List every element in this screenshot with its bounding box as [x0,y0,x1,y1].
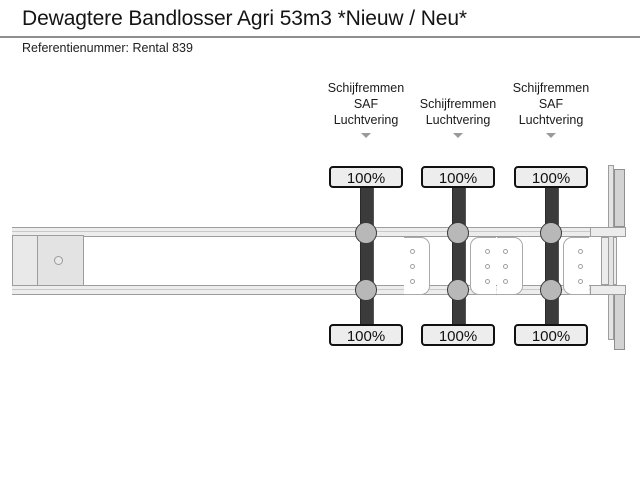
bracket-hole [485,279,490,284]
bracket-hole [578,264,583,269]
axle-1-chevron-down-icon [361,133,371,138]
bracket-hole [503,279,508,284]
rear-plate-top [590,227,626,237]
chassis-bracket-4 [563,237,589,295]
bracket-hole [485,264,490,269]
axle-2-label: Schijfremmen Luchtvering [398,96,518,128]
axle-3-label-line-3: Luchtvering [518,113,584,127]
axle-3-label: Schijfremmen SAF Luchtvering [491,80,611,128]
axle-2-wear-badge-top[interactable]: 100% [421,166,495,188]
rear-bumper-top [614,169,625,227]
kingpin-circle [54,256,63,265]
bracket-hole [485,249,490,254]
bracket-hole [578,249,583,254]
bracket-hole [410,249,415,254]
axle-group-3: Schijfremmen SAF Luchtvering 100% 100% [491,62,611,362]
axle-2-chevron-down-icon [453,133,463,138]
axle-3-chevron-down-icon [546,133,556,138]
axle-3-bar [545,170,559,340]
bracket-hole [503,264,508,269]
rear-bumper-bottom [614,292,625,350]
header-divider [0,36,640,38]
bracket-hole [503,249,508,254]
axle-2-label-line-2: Luchtvering [425,113,491,127]
axle-3-wheel-top [540,222,562,244]
chassis-bracket-2 [470,237,496,295]
axle-1-label-line-3: Luchtvering [333,113,399,127]
axle-2-wheel-top [447,222,469,244]
chassis-bracket-3 [497,237,523,295]
bracket-hole [410,264,415,269]
axle-1-wear-badge-top[interactable]: 100% [329,166,403,188]
axle-group-2: Schijfremmen Luchtvering 100% 100% [398,62,518,362]
rear-plate-bottom [590,285,626,295]
reference-number: Referentienummer: Rental 839 [22,41,193,55]
chassis-rail-top [12,227,616,237]
axle-1-wheel-bottom [355,279,377,301]
axle-1-wheel-top [355,222,377,244]
axle-1-wear-badge-bottom[interactable]: 100% [329,324,403,346]
axle-2-wheel-bottom [447,279,469,301]
axle-1-label-line-1: Schijfremmen [327,81,405,95]
chassis-bracket-1 [404,237,430,295]
axle-2-wear-badge-bottom[interactable]: 100% [421,324,495,346]
chassis-rail-bottom [12,285,616,295]
rear-vertical-post [608,165,614,340]
bracket-hole [410,279,415,284]
axle-3-label-line-1: Schijfremmen [512,81,590,95]
axle-2-label-line-1: Schijfremmen [419,97,497,111]
axle-3-label-line-2: SAF [538,97,564,111]
axle-1-bar [360,170,374,340]
axle-3-wheel-bottom [540,279,562,301]
axle-group-1: Schijfremmen SAF Luchtvering 100% 100% [306,62,426,362]
axle-2-bar [452,170,466,340]
trailer-diagram: Schijfremmen SAF Luchtvering 100% 100% S… [0,62,640,480]
axle-1-label-line-2: SAF [353,97,379,111]
axle-1-label: Schijfremmen SAF Luchtvering [306,80,426,128]
bracket-hole [578,279,583,284]
page-title: Dewagtere Bandlosser Agri 53m3 *Nieuw / … [22,7,467,30]
header: Dewagtere Bandlosser Agri 53m3 *Nieuw / … [0,0,640,62]
axle-3-wear-badge-bottom[interactable]: 100% [514,324,588,346]
axle-3-wear-badge-top[interactable]: 100% [514,166,588,188]
